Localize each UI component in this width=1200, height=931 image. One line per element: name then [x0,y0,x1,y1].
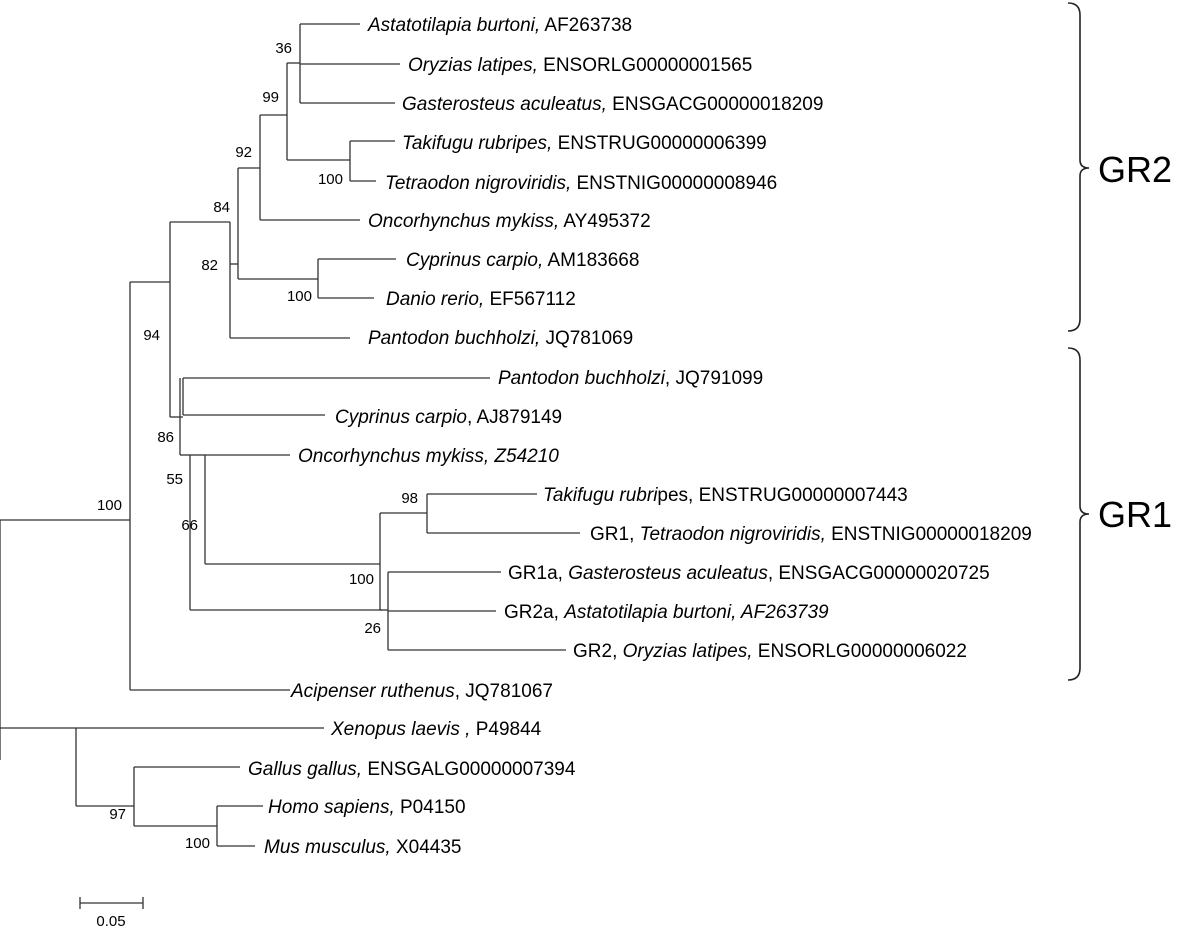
bootstrap-value: 99 [262,89,279,106]
bootstrap-value: 86 [157,429,174,446]
bootstrap-value: 55 [166,471,183,488]
bootstrap-value: 94 [143,327,160,344]
taxon-label-t5: Tetraodon nigroviridis, ENSTNIG000000089… [385,173,777,194]
taxon-label-t16: GR2a, Astatotilapia burtoni, AF263739 [504,602,829,623]
taxon-label-t17: GR2, Oryzias latipes, ENSORLG00000006022 [573,641,967,662]
taxon-label-t9: Pantodon buchholzi, JQ781069 [368,328,633,349]
taxon-label-t11: Cyprinus carpio, AJ879149 [335,407,562,428]
taxon-label-t13: Takifugu rubripes, ENSTRUG00000007443 [543,485,908,506]
taxon-label-t8: Danio rerio, EF567112 [386,289,576,310]
bootstrap-value: 84 [213,199,230,216]
bootstrap-value: 100 [349,571,374,588]
bootstrap-value: 100 [97,497,122,514]
group-brace-gr1 [1067,347,1090,681]
group-label-gr2: GR2 [1098,149,1172,190]
bootstrap-value: 100 [287,288,312,305]
taxon-label-t20: Gallus gallus, ENSGALG00000007394 [248,759,576,780]
taxon-label-t7: Cyprinus carpio, AM183668 [406,250,639,271]
taxon-label-t2: Oryzias latipes, ENSORLG00000001565 [408,55,752,76]
bootstrap-value: 100 [185,835,210,852]
scale-bar-label: 0.05 [96,913,125,930]
taxon-label-t19: Xenopus laevis , P49844 [330,719,542,740]
bootstrap-value: 100 [318,171,343,188]
bootstrap-value: 26 [364,620,381,637]
taxon-label-t14: GR1, Tetraodon nigroviridis, ENSTNIG0000… [590,524,1032,545]
bootstrap-value: 92 [235,144,252,161]
group-brace-gr2 [1067,2,1090,332]
bootstrap-value: 97 [109,806,126,823]
bootstrap-value: 98 [401,490,418,507]
taxon-label-t6: Oncorhynchus mykiss, AY495372 [368,211,651,232]
taxon-label-t18: Acipenser ruthenus, JQ781067 [290,681,553,702]
taxon-label-t1: Astatotilapia burtoni, AF263738 [367,15,632,36]
taxon-label-t22: Mus musculus, X04435 [264,837,462,858]
taxon-label-t3: Gasterosteus aculeatus, ENSGACG000000182… [402,94,823,115]
bootstrap-value: 36 [275,40,292,57]
taxon-label-t15: GR1a, Gasterosteus aculeatus, ENSGACG000… [508,563,990,584]
taxon-label-t21: Homo sapiens, P04150 [268,797,466,818]
taxon-label-t4: Takifugu rubripes, ENSTRUG00000006399 [402,133,767,154]
bootstrap-value: 82 [201,257,218,274]
taxon-label-t12: Oncorhynchus mykiss, Z54210 [298,446,559,467]
group-label-gr1: GR1 [1098,494,1172,535]
bootstrap-value: 66 [181,517,198,534]
taxon-label-t10: Pantodon buchholzi, JQ791099 [498,368,763,389]
